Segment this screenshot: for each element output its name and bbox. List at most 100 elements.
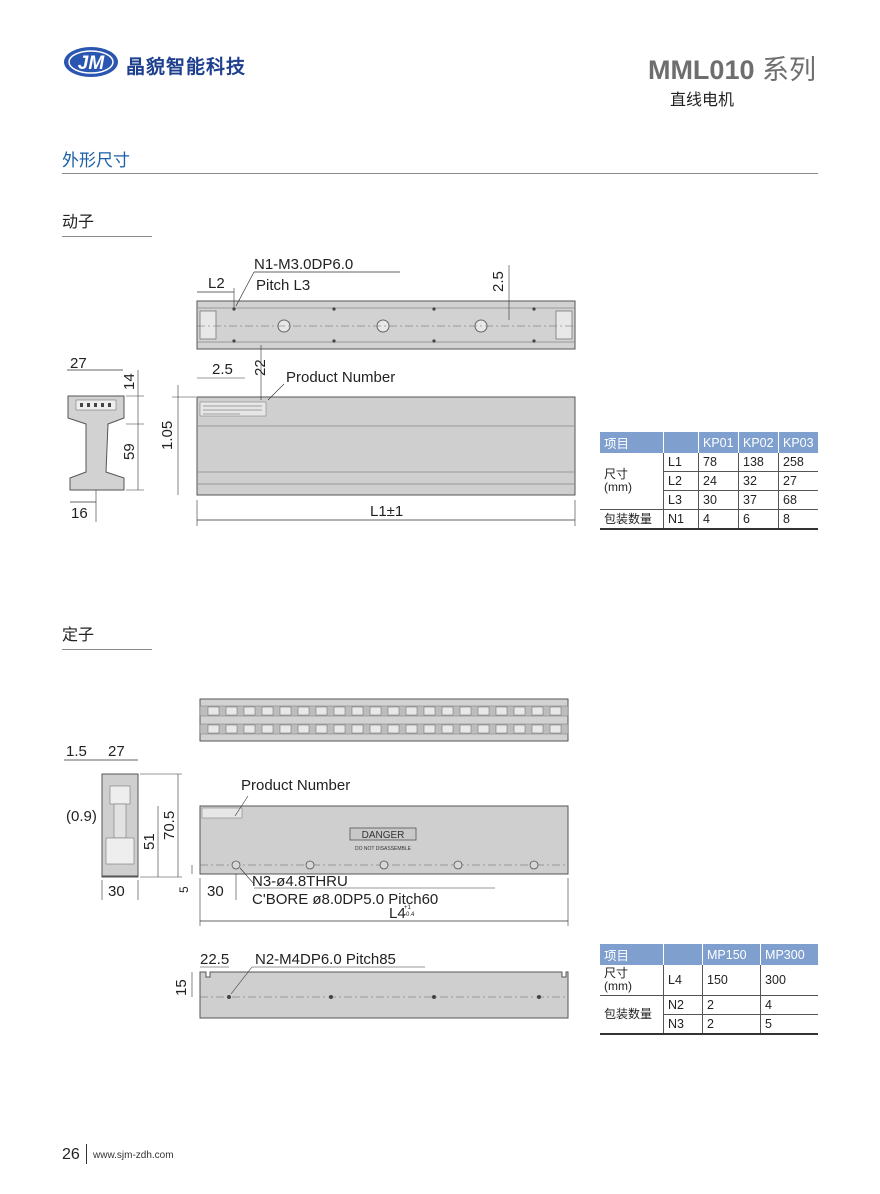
table-row-key: N3 [663,1014,703,1035]
stator-l4-label: L4 [389,905,406,922]
table-cell: 150 [701,965,761,996]
mover-hole-label: N1-M3.0DP6.0 [254,256,353,273]
mover-59-label: 59 [121,443,138,460]
product-subtitle: 直线电机 [669,90,734,109]
stator-cbore-label: C'BORE ø8.0DP5.0 Pitch60 [252,891,438,908]
stator-51-label: 51 [141,833,158,850]
stator-spec-table: 项目 MP150 MP300 尺寸(mm) L4 150 300 包装数量 N2… [600,944,818,1035]
stator-table-header: 项目 MP150 MP300 [600,944,818,965]
mover-drawing: L2 N1-M3.0DP6.0 Pitch L3 2.5 27 14 59 16… [67,256,576,526]
table-cell: 138 [738,453,779,472]
mover-2-5-h-label: 2.5 [212,361,233,378]
table-row: 尺寸(mm) L4 150 300 [600,965,818,996]
brand-logo-icon: JM [64,47,118,77]
table-row-key: N1 [663,509,699,530]
stator-70-5-label: 70.5 [161,811,178,840]
brand-name: 晶貌智能科技 [126,56,247,78]
stator-n2-label: N2-M4DP6.0 Pitch85 [255,951,396,968]
table-cell: 8 [778,509,818,530]
table-cell: 300 [760,965,818,996]
mover-22-label: 22 [252,359,269,376]
stator-drawing: 1.5 27 (0.9) 51 70.5 30 Product Number D… [64,698,569,1019]
mover-divider [62,236,152,237]
table-row-key: L2 [663,471,699,491]
table-cell: 32 [738,471,779,491]
mover-end-view: 27 14 59 16 [67,355,144,522]
series-title: MML010 系列 [648,48,816,87]
mover-spec-table: 项目 KP01 KP02 KP03 尺寸(mm) L1 78 138 258 L… [600,432,818,530]
table-row: 尺寸(mm) L1 78 138 258 [600,453,818,510]
table-cell: 2 [701,995,761,1015]
mover-title: 动子 [62,212,95,231]
table-cell: 5 [760,1014,818,1035]
table-cell: 24 [698,471,739,491]
mover-1-05-label: 1.05 [159,421,176,450]
stator-side-view: Product Number DANGER DO NOT DISASSEMBLE… [177,777,569,926]
mover-top-view: L2 N1-M3.0DP6.0 Pitch L3 2.5 [196,256,576,350]
table-header-cell: KP03 [778,432,818,453]
mover-pitch-label: Pitch L3 [256,277,310,294]
stator-1-5-label: 1.5 [66,743,87,760]
table-cell: 4 [760,995,818,1015]
stator-bottom-view: 22.5 N2-M4DP6.0 Pitch85 15 [173,951,569,1019]
footer-separator [86,1144,87,1164]
table-row-key: L1 [663,453,699,472]
logo-mark-text: JM [78,53,106,74]
table-header-cell: KP01 [698,432,739,453]
table-cell: 37 [738,490,779,510]
stator-5-label: 5 [177,886,191,893]
stator-l4-tol-dn: -0.4 [404,912,415,918]
section-title: 外形尺寸 [62,151,130,171]
table-row: N3 2 5 [600,1014,818,1035]
table-row: 包装数量 N2 2 4 [600,995,818,1035]
stator-top-view [199,698,569,742]
mover-2-5-v-label: 2.5 [490,271,507,292]
table-group-label: 尺寸(mm) [600,453,664,510]
table-header-cell: 项目 [600,944,664,965]
table-cell: 2 [701,1014,761,1035]
mover-product-label: Product Number [286,369,395,386]
table-header-cell: KP02 [738,432,779,453]
table-cell: 258 [778,453,818,472]
table-group-label: 包装数量 [600,509,664,530]
table-cell: 4 [698,509,739,530]
table-header-cell: 项目 [600,432,664,453]
stator-divider [62,649,152,650]
stator-end-view: 1.5 27 (0.9) 51 70.5 30 [64,743,182,900]
table-row: 包装数量 N1 4 6 8 [600,509,818,530]
table-row-key: L3 [663,490,699,510]
stator-30a-label: 30 [108,883,125,900]
mover-side-view: 2.5 22 Product Number 1.05 L1±1 [159,345,576,526]
series-code: MML010 [647,55,755,85]
table-cell: 6 [738,509,779,530]
table-group-label: 包装数量 [600,995,664,1035]
stator-danger-label: DANGER [362,830,405,841]
stator-30b-label: 30 [207,883,224,900]
table-cell: 30 [698,490,739,510]
mover-table-header: 项目 KP01 KP02 KP03 [600,432,818,453]
table-cell: 68 [778,490,818,510]
table-group-label: 尺寸(mm) [600,965,664,996]
stator-0-9-label: (0.9) [66,808,97,825]
mover-27-label: 27 [70,355,87,372]
table-header-cell: MP300 [760,944,818,965]
section-divider [62,173,818,174]
stator-title: 定子 [62,625,95,644]
stator-danger-sub-label: DO NOT DISASSEMBLE [355,846,412,852]
table-row: L3 30 37 68 [600,490,818,510]
table-header-cell [663,944,703,965]
stator-l4-tol-up: +1 [404,905,412,911]
table-cell: 78 [698,453,739,472]
mover-l1-label: L1±1 [370,503,403,520]
table-cell: 27 [778,471,818,491]
mover-16-label: 16 [71,505,88,522]
page-number: 26 [62,1146,80,1163]
table-header-cell: MP150 [701,944,761,965]
mover-14-label: 14 [121,373,138,390]
stator-n3-label: N3-ø4.8THRU [252,873,348,890]
website-link[interactable]: www.sjm-zdh.com [93,1150,174,1161]
stator-15-label: 15 [173,979,190,996]
table-row: L2 24 32 27 [600,471,818,491]
table-header-cell [663,432,699,453]
table-row-key: N2 [663,995,703,1015]
